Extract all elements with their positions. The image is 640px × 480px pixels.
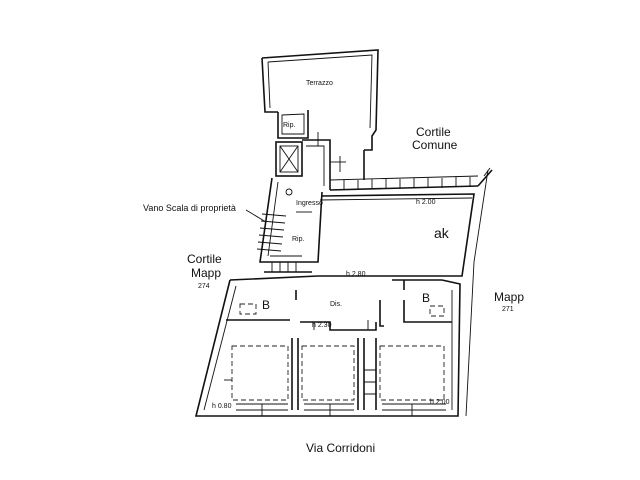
right-boundary: [465, 169, 489, 417]
label-street: Via Corridoni: [306, 441, 375, 455]
ak-room: [318, 193, 475, 277]
label-ak: ak: [434, 225, 450, 241]
label-h-200-top: h 2.00: [416, 199, 436, 206]
label-rip-top: Rip.: [283, 122, 296, 129]
lift-core: [275, 132, 346, 190]
upper-courtyard-wall: [329, 150, 493, 191]
terrazzo-block: [261, 49, 379, 151]
vano-scala-leader: [245, 209, 267, 223]
label-cortile-comune-1: Cortile: [416, 125, 451, 139]
label-rip-stair: Rip.: [292, 236, 305, 243]
label-cortile-mapp-1: Cortile: [187, 252, 222, 266]
label-terrazzo: Terrazzo: [306, 80, 333, 87]
label-cortile-mapp-2: Mapp: [191, 266, 221, 280]
label-h-200-bottom: h 2.00: [430, 399, 450, 406]
lower-block: [194, 275, 461, 417]
label-vano-scala: Vano Scala di proprietà: [143, 203, 236, 213]
label-mapp-271: 271: [502, 306, 514, 313]
stair-block: [256, 177, 323, 273]
label-cortile-comune-2: Comune: [412, 138, 458, 152]
label-mapp-274: 274: [198, 283, 210, 290]
label-mapp-right: Mapp: [494, 290, 524, 304]
label-dis: Dis.: [330, 301, 342, 308]
label-b-right: B: [422, 291, 430, 305]
label-h-230: h 2.30: [312, 322, 332, 329]
label-h-280: h 2.80: [346, 271, 366, 278]
label-ingresso: Ingresso: [296, 200, 323, 207]
label-b-left: B: [262, 298, 270, 312]
label-h-080: h 0.80: [212, 403, 232, 410]
